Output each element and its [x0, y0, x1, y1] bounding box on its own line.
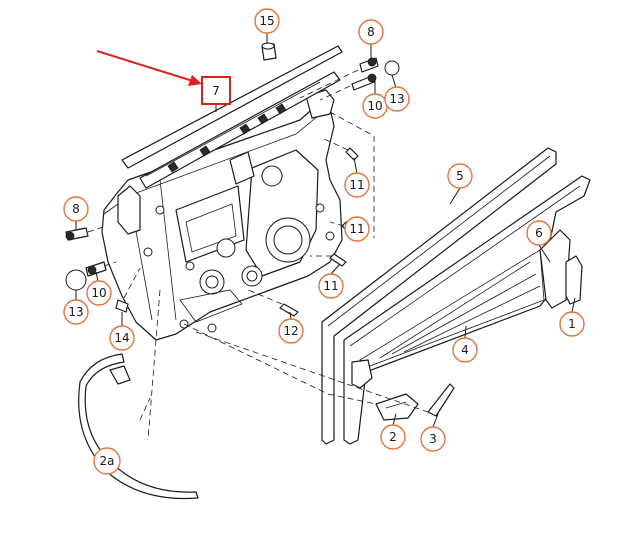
- svg-text:12: 12: [283, 324, 298, 338]
- callout-10-left: 10: [86, 280, 112, 306]
- svg-text:11: 11: [349, 222, 364, 236]
- window-seal-strip: [121, 45, 343, 189]
- door-cable-2a: [78, 353, 199, 500]
- callout-14: 14: [109, 325, 135, 351]
- callout-13-left: 13: [63, 299, 89, 325]
- highlight-box: [201, 76, 231, 105]
- svg-text:2: 2: [389, 430, 397, 444]
- svg-text:8: 8: [72, 202, 80, 216]
- callout-10-top: 10: [362, 93, 388, 119]
- callout-8-left: 8: [63, 196, 89, 222]
- svg-text:13: 13: [389, 92, 404, 106]
- assembly-lines: [87, 69, 429, 441]
- svg-text:8: 8: [367, 25, 375, 39]
- highlight-arrow: [96, 50, 202, 86]
- callout-2: 2: [380, 424, 406, 450]
- svg-text:14: 14: [114, 331, 129, 345]
- svg-text:11: 11: [323, 279, 338, 293]
- callout-4: 4: [452, 337, 478, 363]
- window-guide-frame: [321, 147, 591, 445]
- callout-2a: 2a: [93, 447, 121, 475]
- svg-text:6: 6: [535, 226, 543, 240]
- svg-text:2a: 2a: [100, 454, 115, 468]
- callout-5: 5: [447, 163, 473, 189]
- callout-7-label: 7: [212, 84, 220, 98]
- callout-11-a: 11: [344, 172, 370, 198]
- svg-text:11: 11: [349, 178, 364, 192]
- callout-8-top: 8: [358, 19, 384, 45]
- callout-11-b: 11: [344, 216, 370, 242]
- door-inner-panel: [101, 89, 343, 341]
- svg-text:10: 10: [367, 99, 382, 113]
- svg-text:5: 5: [456, 169, 464, 183]
- callout-1: 1: [559, 311, 585, 337]
- callout-6: 6: [526, 220, 552, 246]
- svg-text:1: 1: [568, 317, 576, 331]
- callout-13-top: 13: [384, 86, 410, 112]
- fasteners: [65, 42, 455, 421]
- callout-12: 12: [278, 318, 304, 344]
- svg-text:4: 4: [461, 343, 469, 357]
- svg-text:3: 3: [429, 432, 437, 446]
- callout-3: 3: [420, 426, 446, 452]
- svg-text:10: 10: [91, 286, 106, 300]
- svg-text:15: 15: [259, 14, 274, 28]
- callout-11-c: 11: [318, 273, 344, 299]
- svg-text:13: 13: [68, 305, 83, 319]
- callout-15: 15: [254, 8, 280, 34]
- callout-7: 7: [212, 84, 220, 98]
